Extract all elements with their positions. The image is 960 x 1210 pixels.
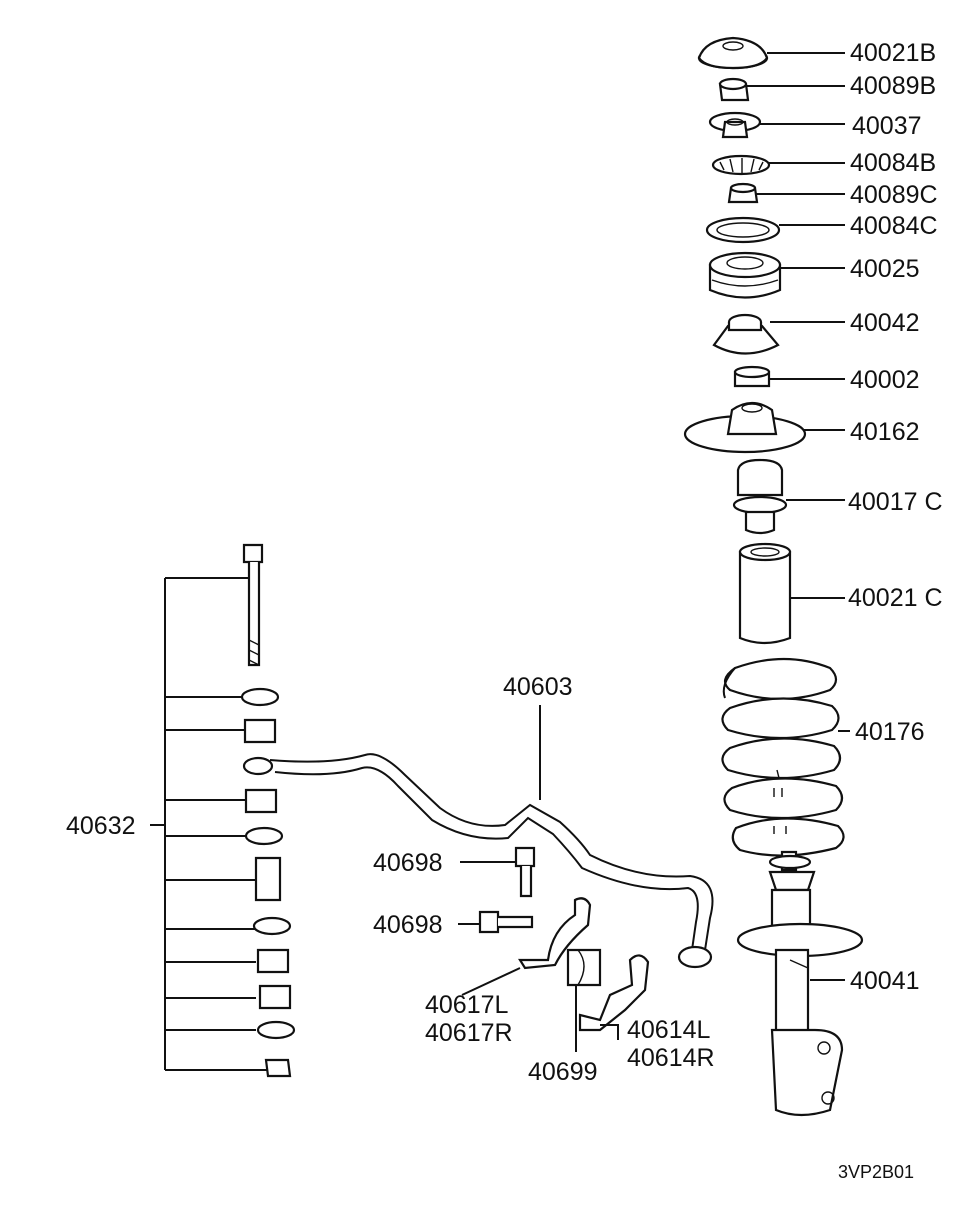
part-40084b-seat xyxy=(711,154,771,176)
stabilizer-link-parts xyxy=(240,687,296,1078)
part-40042-insulator xyxy=(712,313,780,355)
label-40632: 40632 xyxy=(66,812,136,840)
label-40162: 40162 xyxy=(850,418,920,446)
part-40698-bolt-lower xyxy=(478,910,534,934)
label-40084c: 40084C xyxy=(850,212,938,240)
label-40089c: 40089C xyxy=(850,181,938,209)
label-40617l: 40617L xyxy=(425,991,509,1019)
drawing-code: 3VP2B01 xyxy=(838,1162,914,1182)
part-40089c-nut xyxy=(727,182,759,204)
stabilizer-link-bolt xyxy=(242,543,264,667)
label-40002: 40002 xyxy=(850,366,920,394)
label-40084b: 40084B xyxy=(850,149,936,177)
label-40037: 40037 xyxy=(852,112,922,140)
label-40614l: 40614L xyxy=(627,1016,711,1044)
label-40698-lower: 40698 xyxy=(373,911,443,939)
part-40037-washer xyxy=(708,111,762,139)
part-40089b-nut xyxy=(718,77,750,102)
part-40614-bracket xyxy=(578,954,650,1032)
part-40084c-bearing xyxy=(705,216,781,244)
part-40021c-boot xyxy=(738,542,792,645)
label-40176: 40176 xyxy=(855,718,925,746)
label-40614r: 40614R xyxy=(627,1044,715,1072)
part-40162-upper-seat xyxy=(683,401,807,454)
part-40002-bushing xyxy=(733,365,771,388)
label-40042: 40042 xyxy=(850,309,920,337)
part-40176-coil-spring xyxy=(721,657,845,857)
label-40041: 40041 xyxy=(850,967,920,995)
part-40617-bracket xyxy=(518,897,592,970)
part-40017c-bumper xyxy=(732,458,788,535)
part-40699-bushing xyxy=(566,948,602,987)
part-40698-bolt-upper xyxy=(514,846,536,898)
label-40021c: 40021 C xyxy=(848,584,943,612)
part-40603-stabilizer-bar xyxy=(242,753,714,969)
label-40699: 40699 xyxy=(528,1058,598,1086)
part-40025-mount xyxy=(708,251,782,299)
part-40041-strut xyxy=(736,850,864,1117)
label-40025: 40025 xyxy=(850,255,920,283)
part-40021b-cap xyxy=(697,36,769,70)
label-40603: 40603 xyxy=(503,673,573,701)
label-40089b: 40089B xyxy=(850,72,936,100)
label-40698-upper: 40698 xyxy=(373,849,443,877)
label-40017c: 40017 C xyxy=(848,488,943,516)
label-40617r: 40617R xyxy=(425,1019,513,1047)
label-40021b: 40021B xyxy=(850,39,936,67)
